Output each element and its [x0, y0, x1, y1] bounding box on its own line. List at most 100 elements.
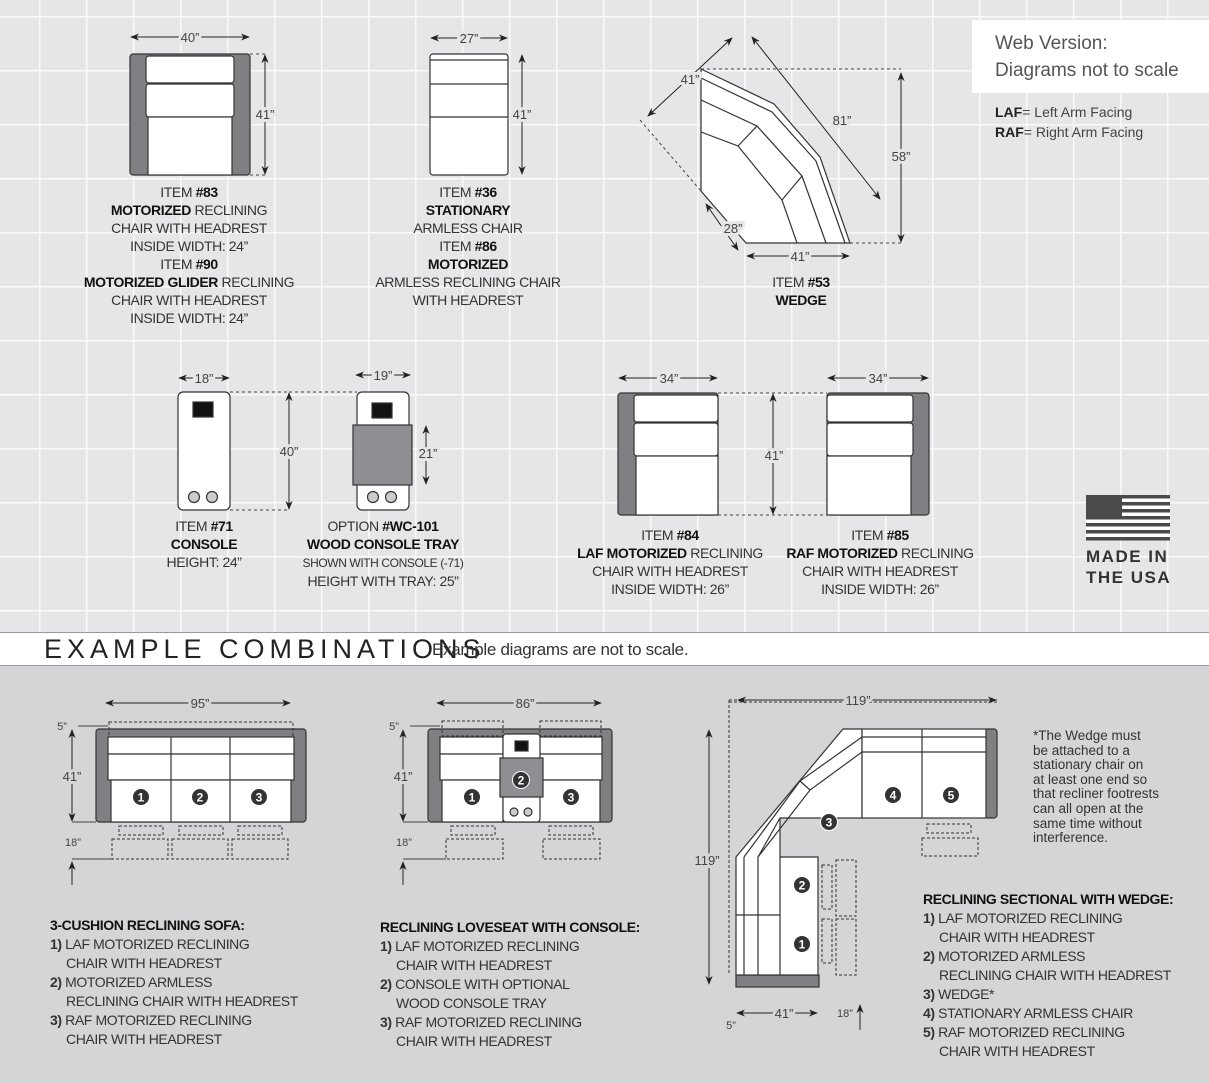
caption-bold: CONSOLE	[170, 536, 238, 552]
caption-line: ITEM #86	[375, 237, 560, 255]
combo-number: 3)	[50, 1012, 62, 1028]
seat-number-badge: 1	[793, 935, 811, 953]
combo-line: CHAIR WITH HEADREST	[923, 1042, 1173, 1061]
chair-85-drawing	[826, 392, 930, 516]
legend-text: = Left Arm Facing	[1022, 104, 1133, 120]
seat-number: 3	[826, 816, 833, 830]
web-version-notice: Web Version: Diagrams not to scale	[972, 20, 1209, 93]
caption-text: CHAIR WITH HEADREST	[111, 292, 267, 308]
caption-text: HEIGHT WITH TRAY: 25”	[307, 573, 459, 589]
dim-label: 5”	[57, 721, 67, 733]
caption-line: CHAIR WITH HEADREST	[84, 291, 294, 309]
loveseat-drawing	[427, 720, 613, 860]
caption-line: INSIDE WIDTH: 26”	[786, 580, 973, 598]
combo-title: RECLINING SECTIONAL WITH WEDGE:	[923, 891, 1174, 907]
caption-text: RECLINING	[218, 274, 295, 290]
section-title: EXAMPLE COMBINATIONS	[44, 634, 486, 664]
caption-line: INSIDE WIDTH: 24”	[84, 237, 294, 255]
combo-number: 1)	[923, 910, 935, 926]
seat-number: 1	[799, 938, 806, 952]
caption-line: ITEM #90	[84, 255, 294, 273]
caption-text: OPTION	[327, 518, 383, 534]
combo-number: 3)	[923, 986, 935, 1002]
wedge-note-line: be attached to a	[1033, 742, 1130, 758]
caption-text: CHAIR WITH HEADREST	[111, 220, 267, 236]
dim-label: 41”	[63, 769, 82, 784]
seat-number: 3	[256, 791, 263, 805]
caption-bold: #86	[474, 238, 498, 254]
combo-text: LAF MOTORIZED RECLINING	[395, 938, 580, 954]
dim-label: 40”	[181, 30, 200, 45]
combo-text: LAF MOTORIZED RECLINING	[65, 936, 250, 952]
caption-line: CHAIR WITH HEADREST	[577, 562, 763, 580]
wedge-note-line: that recliner footrests	[1033, 786, 1160, 802]
caption-line: INSIDE WIDTH: 26”	[577, 580, 763, 598]
combo-line: 3) RAF MOTORIZED RECLINING	[50, 1011, 298, 1030]
combo-number: 2)	[50, 974, 62, 990]
caption-line: CHAIR WITH HEADREST	[786, 562, 973, 580]
legend-abbr: RAF	[995, 124, 1024, 140]
dim-label: 58”	[892, 149, 911, 164]
combo-text: CHAIR WITH HEADREST	[66, 1031, 222, 1047]
seat-number: 2	[197, 791, 204, 805]
combo-line: 4) STATIONARY ARMLESS CHAIR	[923, 1004, 1173, 1023]
combo-line: 3) RAF MOTORIZED RECLINING	[380, 1013, 640, 1032]
caption-line: HEIGHT: 24”	[167, 553, 242, 571]
console-71-drawing	[177, 391, 231, 511]
section-subtitle: Example diagrams are not to scale.	[432, 640, 689, 659]
seat-number-badge: 5	[942, 786, 960, 804]
dimension-arrows	[68, 33, 997, 1017]
legend-text: = Right Arm Facing	[1023, 124, 1144, 140]
dim-label: 41”	[765, 448, 784, 463]
dim-label: 41”	[394, 769, 413, 784]
dim-label: 5”	[389, 721, 399, 733]
caption-bold: #WC-101	[382, 518, 439, 534]
caption-line: SHOWN WITH CONSOLE (-71)	[302, 553, 463, 572]
caption-bold: WEDGE	[775, 292, 827, 308]
dim-label: 27”	[460, 31, 479, 46]
caption-line: CHAIR WITH HEADREST	[84, 219, 294, 237]
caption-bold: #53	[807, 274, 831, 290]
caption-line: MOTORIZED RECLINING	[84, 201, 294, 219]
caption-text: ITEM	[160, 184, 196, 200]
caption-bold: MOTORIZED GLIDER	[83, 274, 219, 290]
combo-number: 1)	[380, 938, 392, 954]
seat-number-badge: 2	[191, 788, 209, 806]
combo-line: 2) MOTORIZED ARMLESS	[923, 947, 1173, 966]
combo-text: CHAIR WITH HEADREST	[396, 957, 552, 973]
combo-caption: RECLINING SECTIONAL WITH WEDGE: 1) LAF MO…	[923, 890, 1174, 1061]
combo-caption: RECLINING LOVESEAT WITH CONSOLE:1) LAF M…	[380, 918, 640, 1051]
combo-title: 3-CUSHION RECLINING SOFA:	[50, 917, 245, 933]
combo-text: STATIONARY ARMLESS CHAIR	[938, 1005, 1133, 1021]
caption-line: OPTION #WC-101	[302, 517, 463, 535]
sectional-drawing	[728, 699, 998, 988]
dim-label: 18”	[396, 837, 412, 849]
wedge-note-line: interference.	[1033, 830, 1109, 846]
combo-text: CHAIR WITH HEADREST	[939, 1043, 1095, 1059]
caption-text: INSIDE WIDTH: 24”	[130, 238, 248, 254]
legend-raf: RAF= Right Arm Facing	[995, 122, 1143, 142]
caption-line: ITEM #83	[84, 183, 294, 201]
caption-line: ARMLESS CHAIR	[375, 219, 560, 237]
wedge-note-line: same time without	[1033, 815, 1142, 831]
legend-laf: LAF= Left Arm Facing	[995, 102, 1143, 122]
caption-text: RECLINING	[686, 545, 763, 561]
caption-text: INSIDE WIDTH: 24”	[130, 310, 248, 326]
combo-text: MOTORIZED ARMLESS	[938, 948, 1086, 964]
caption-line: ITEM #53	[772, 273, 830, 291]
wedge-note-line: *The Wedge must	[1033, 728, 1141, 743]
combo-text: LAF MOTORIZED RECLINING	[938, 910, 1123, 926]
seat-number: 5	[948, 789, 955, 803]
caption-text: RECLINING	[897, 545, 974, 561]
caption-bold: WOOD CONSOLE TRAY	[306, 536, 460, 552]
dim-label: 81”	[833, 113, 852, 128]
caption-line: INSIDE WIDTH: 24”	[84, 309, 294, 327]
dim-label: 28”	[724, 221, 743, 236]
combo-line: CHAIR WITH HEADREST	[50, 954, 298, 973]
caption-bold: MOTORIZED	[110, 202, 192, 218]
combo-number: 3)	[380, 1014, 392, 1030]
combo-number: 4)	[923, 1005, 935, 1021]
combo-text: RAF MOTORIZED RECLINING	[395, 1014, 582, 1030]
